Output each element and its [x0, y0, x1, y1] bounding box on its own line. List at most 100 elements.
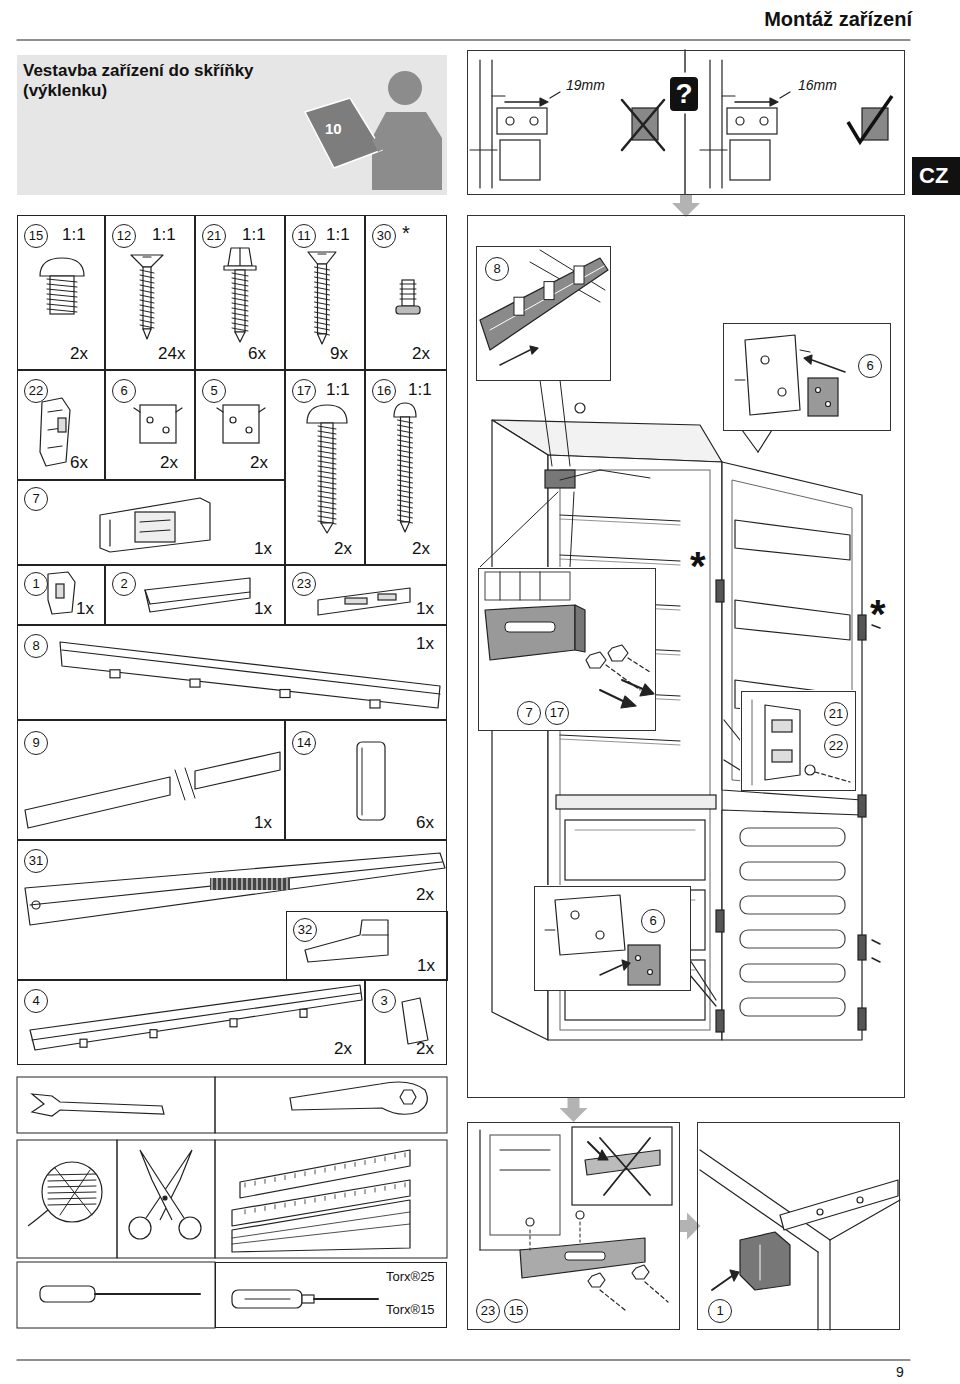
question-mark: ?: [670, 77, 698, 111]
part-cell: 91x: [17, 720, 285, 840]
text-slot: 1: [24, 572, 48, 596]
drawing-line: [325, 1196, 326, 1200]
drawing-line: [398, 425, 413, 428]
drawing-line: [398, 495, 413, 498]
drawing-rect: [215, 1140, 447, 1258]
text-slot: 1x: [254, 539, 272, 559]
footnote-mark: *: [402, 222, 410, 245]
part-cell: 42x: [17, 980, 365, 1065]
drawing-line: [140, 325, 154, 328]
text-slot: *: [690, 546, 706, 586]
drawing-line: [318, 446, 336, 449]
drawing-rect: [210, 878, 290, 890]
drawing-line: [242, 878, 243, 890]
tool-size: Torx®15: [386, 1303, 435, 1318]
drawing-line: [318, 471, 336, 474]
drawing-line: [48, 1192, 96, 1193]
drawing-line: [62, 650, 440, 694]
tool-cell: Torx®25Torx®15: [215, 1262, 447, 1328]
scale-label: 1:1: [326, 380, 350, 400]
drawing-shape: [48, 572, 75, 614]
drawing-shape: [588, 1273, 605, 1287]
drawing-line: [315, 322, 330, 325]
drawing-path: [848, 96, 892, 142]
drawing-line: [47, 309, 77, 312]
page-title: Montáž zařízení: [764, 8, 912, 31]
scale-label: 1:1: [62, 225, 86, 245]
callout-number: 4: [24, 989, 48, 1013]
drawing-line: [375, 1159, 376, 1163]
drawing-line: [575, 830, 695, 831]
dimension-label: 16mm: [798, 77, 837, 93]
callout-number: 12: [112, 224, 136, 248]
drawing-shape: [745, 335, 800, 415]
callout-number: 3: [372, 989, 396, 1013]
drawing-rect: [300, 1009, 307, 1017]
text-slot: 23: [476, 1299, 500, 1323]
drawing-line: [140, 270, 154, 273]
drawing-line: [48, 1204, 96, 1205]
drawing-shape: [632, 1265, 649, 1279]
drawing-line: [817, 1252, 818, 1330]
step-panel: 1: [697, 1122, 900, 1330]
drawing-line: [315, 307, 330, 310]
drawing-line: [560, 470, 600, 480]
callout-number: 17: [545, 701, 569, 725]
drawing-line: [398, 490, 413, 493]
drawing-line: [398, 470, 413, 473]
drawing-rect: [572, 1127, 672, 1205]
drawing-shape: [722, 810, 862, 1040]
text-slot: 2x: [250, 453, 268, 473]
callout-number: 7: [24, 487, 48, 511]
drawing-line: [345, 1164, 346, 1168]
drawing-line: [722, 95, 735, 96]
part-cell: 231x: [285, 565, 447, 625]
drawing-rect: [565, 1252, 605, 1260]
drawing-line: [315, 267, 330, 270]
drawing-line: [315, 302, 330, 305]
drawing-line: [800, 350, 810, 352]
drawing-line: [398, 480, 413, 483]
drawing-line: [780, 92, 790, 98]
drawing-rect: [514, 297, 524, 315]
footnote-mark: *: [870, 594, 886, 634]
drawing-line: [500, 350, 530, 365]
drawing-line: [255, 1208, 256, 1212]
quantity-label: 2x: [416, 885, 434, 905]
quantity-label: 2x: [412, 344, 430, 364]
quantity-label: 2x: [412, 539, 430, 559]
step-panel: 19mm?16mm: [467, 50, 905, 195]
drawing-shape: [30, 985, 362, 1050]
drawing-line: [545, 930, 555, 931]
drawing-line: [398, 435, 413, 438]
drawing-rect: [190, 679, 200, 687]
drawing-shape: [586, 652, 606, 668]
drawing-line: [95, 1293, 200, 1295]
drawing-line: [560, 519, 680, 525]
drawing-line: [272, 878, 273, 890]
drawing-shape: [321, 523, 333, 533]
drawing-line: [398, 445, 413, 448]
text-slot: 21: [824, 702, 848, 726]
drawing-line: [684, 114, 686, 195]
drawing-rect: [17, 1077, 215, 1133]
page-number: 9: [896, 1364, 904, 1380]
drawing-shape: [480, 258, 608, 350]
quantity-label: 9x: [330, 344, 348, 364]
drawing-rect: [215, 1077, 447, 1133]
drawing-line: [176, 408, 182, 412]
text-slot: 10: [325, 120, 342, 137]
tool-size: Torx®25: [386, 1270, 435, 1285]
drawing-line: [232, 328, 248, 331]
drawing-line: [140, 280, 154, 283]
callout-number: 21: [202, 224, 226, 248]
drawing-rect: [56, 584, 64, 598]
callout-number: 16: [372, 379, 396, 403]
text-slot: 5: [202, 379, 226, 403]
drawing-line: [335, 1166, 336, 1170]
drawing-shape: [780, 1180, 898, 1230]
drawing-shape: [804, 355, 812, 364]
drawing-shape: [520, 1238, 645, 1278]
drawing-line: [315, 1170, 316, 1174]
drawing-line: [600, 470, 650, 478]
